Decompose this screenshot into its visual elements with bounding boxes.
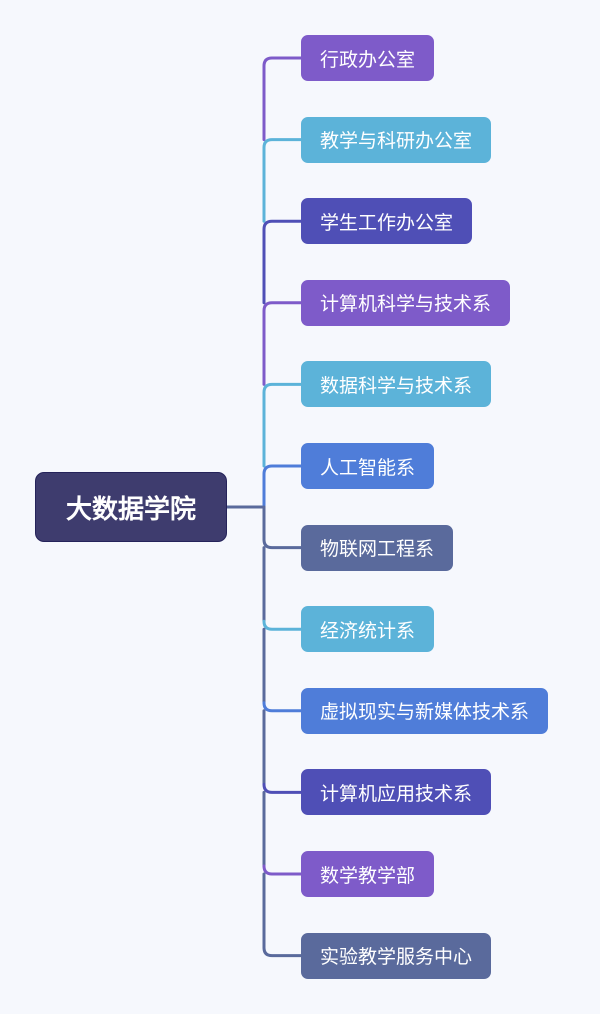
root-node[interactable]: 大数据学院 — [35, 472, 227, 542]
child-node[interactable]: 物联网工程系 — [301, 524, 454, 571]
child-node[interactable]: 实验教学服务中心 — [301, 932, 492, 979]
branch-connector — [262, 464, 303, 509]
child-node-label: 计算机科学与技术系 — [320, 293, 492, 316]
child-node-label: 数据科学与技术系 — [320, 374, 473, 397]
child-node-label: 行政办公室 — [320, 48, 416, 71]
branch-connector — [262, 946, 303, 958]
child-node[interactable]: 计算机科学与技术系 — [301, 279, 511, 326]
child-node[interactable]: 虚拟现实与新媒体技术系 — [301, 687, 549, 734]
branch-connector — [262, 301, 303, 386]
branch-connector — [262, 864, 303, 876]
child-node[interactable]: 行政办公室 — [301, 35, 435, 81]
branch-connector — [262, 138, 303, 223]
child-node-label: 经济统计系 — [320, 619, 416, 642]
root-node-label: 大数据学院 — [65, 494, 196, 525]
branch-connector — [262, 619, 303, 631]
branch-connector — [262, 782, 303, 794]
child-node-label: 人工智能系 — [320, 456, 416, 479]
child-node-label: 虚拟现实与新媒体技术系 — [320, 701, 530, 724]
branch-connector — [262, 56, 303, 142]
child-node[interactable]: 学生工作办公室 — [301, 198, 473, 245]
child-node[interactable]: 计算机应用技术系 — [301, 769, 492, 816]
child-node-label: 学生工作办公室 — [320, 211, 454, 234]
branch-connector — [262, 701, 303, 713]
branch-connector — [262, 219, 303, 305]
branch-connector — [262, 538, 303, 550]
child-node-label: 计算机应用技术系 — [320, 782, 473, 805]
child-node-label: 实验教学服务中心 — [320, 946, 473, 969]
child-node[interactable]: 经济统计系 — [301, 606, 435, 653]
branch-connector — [262, 382, 303, 468]
child-node-label: 数学教学部 — [320, 864, 416, 887]
child-node[interactable]: 数据科学与技术系 — [301, 361, 492, 408]
child-node[interactable]: 人工智能系 — [301, 443, 435, 489]
child-node[interactable]: 数学教学部 — [301, 851, 435, 897]
child-node-label: 物联网工程系 — [320, 538, 435, 561]
child-node-label: 教学与科研办公室 — [320, 130, 473, 153]
child-node[interactable]: 教学与科研办公室 — [301, 116, 492, 163]
